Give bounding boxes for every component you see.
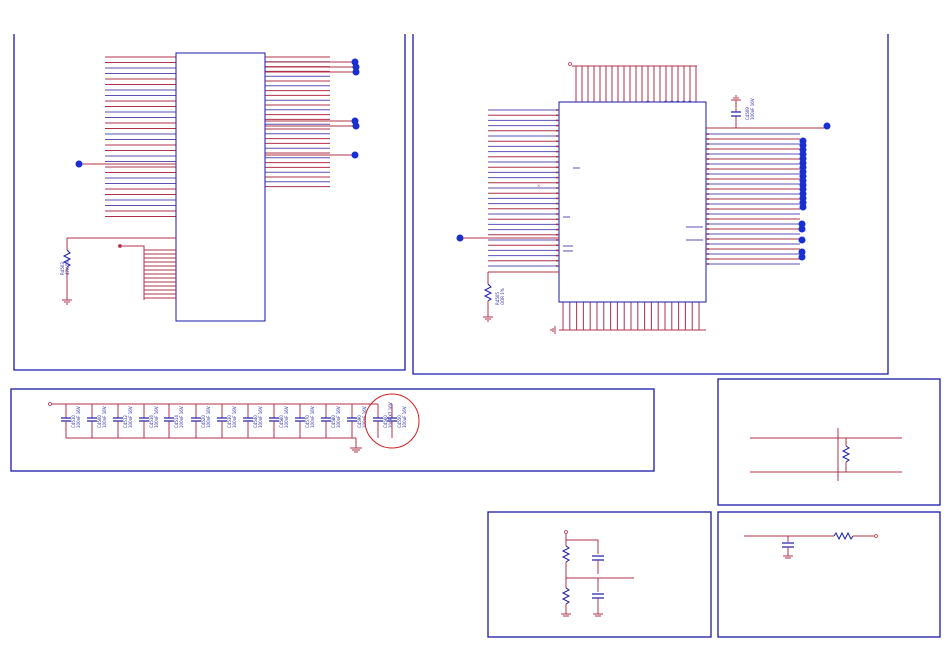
port-right-6 <box>351 151 359 159</box>
bottom-center-circuit <box>561 530 634 617</box>
frame-bottom-right <box>717 511 941 638</box>
port-main-right <box>799 203 807 211</box>
capacitor-value: 100nF 16V <box>336 406 341 428</box>
res-left-value: 47K 5% <box>65 259 70 275</box>
capacitor-value: 10uF X7 16V <box>388 402 393 428</box>
left-ic: R4503 47K 5% <box>60 52 360 322</box>
port-main-right <box>798 225 806 233</box>
port-right-3 <box>352 68 360 76</box>
left-ic-comb <box>144 249 176 299</box>
frame-decoupling <box>10 388 655 472</box>
capacitor-ref: C4560 <box>383 415 388 428</box>
capacitor-ref: C4570 <box>305 415 310 428</box>
main-ic-right-ports <box>798 137 807 261</box>
capacitor-ref: C4540 <box>253 415 258 428</box>
capacitor-value: 100nF 16V <box>102 406 107 428</box>
capacitor-value: 100nF 16V <box>206 406 211 428</box>
capacitor-ref: C4560 <box>279 415 284 428</box>
mid-right-circuit <box>750 428 902 481</box>
frame-top-right <box>412 34 889 375</box>
frame-mid-right <box>717 378 941 506</box>
port-right-2 <box>352 63 360 71</box>
port-main-right <box>798 253 806 261</box>
resistor-bc-2 <box>561 587 571 605</box>
cap-right-value: 100nF 16V <box>750 98 755 120</box>
capacitor-value: 100uF 16V <box>402 406 407 428</box>
capacitor-ref: C4530 <box>227 415 232 428</box>
bottom-right-circuit <box>744 531 878 559</box>
capacitor-ref: C4512 <box>123 415 128 428</box>
res-right-ref: R4505 <box>495 292 500 305</box>
capacitor-value: 100nF 16V <box>76 406 81 428</box>
capacitor-ref: C4510 <box>71 415 76 428</box>
capacitor-ref: C4516 <box>149 415 154 428</box>
main-ic-right-wires <box>706 133 800 265</box>
left-ic-body <box>175 52 266 322</box>
capacitor-value: 100nF 16V <box>284 406 289 428</box>
capacitor-ref: C4514 <box>174 415 179 428</box>
resistor-mid-right <box>841 445 851 463</box>
capacitor-value: 100nF 16V <box>128 406 133 428</box>
resistor-left <box>62 249 72 268</box>
capacitor-value: 100nF 16V <box>310 406 315 428</box>
svg-text:×: × <box>537 183 540 188</box>
left-ic-left-wires <box>105 56 176 217</box>
frame-top-left <box>13 34 406 371</box>
capacitor-ref: C4580 <box>331 415 336 428</box>
port-main-left <box>456 234 464 242</box>
port-main-right <box>798 248 806 256</box>
frame-bottom-center <box>487 511 712 638</box>
port-left-1 <box>75 160 83 168</box>
res-right-value: OOR 1% <box>500 288 505 305</box>
port-main-right <box>798 220 806 228</box>
resistor-bc-1 <box>561 545 571 563</box>
capacitor-ref: C4590 <box>357 415 362 428</box>
capacitor-value: 100nF 16V <box>154 406 159 428</box>
main-ic-body <box>558 101 707 303</box>
main-ic: RDFCSCOCACVCCCALCAXVCCPADA1SCKCASVCCOMNC… <box>456 62 831 334</box>
highlight-ellipse <box>364 393 420 449</box>
capacitor-ref: C4550 <box>397 415 402 428</box>
resistor-main-left <box>483 283 493 302</box>
capacitor-ref: C4520 <box>201 415 206 428</box>
resistor-br <box>833 531 854 541</box>
main-ic-left-wires <box>488 109 559 267</box>
capacitor-value: 100nF 16V <box>258 406 263 428</box>
cap-right-ref: C4509 <box>745 107 750 120</box>
port-main-right-top <box>823 122 831 130</box>
res-left-ref: R4503 <box>60 262 65 275</box>
capacitor-ref: C4500 <box>97 415 102 428</box>
port-main-right <box>798 236 806 244</box>
capacitor-value: 100nF 16V <box>362 406 367 428</box>
port-right-5 <box>352 122 360 130</box>
left-ic-right-wires <box>265 56 356 188</box>
capacitor-value: 100nF 16V <box>232 406 237 428</box>
capacitor-value: 100nF 16V <box>179 406 184 428</box>
